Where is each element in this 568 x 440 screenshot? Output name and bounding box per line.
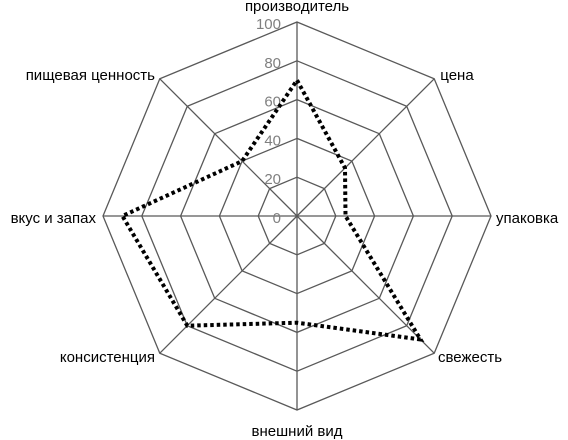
data-point-4: [419, 338, 423, 342]
data-point-3: [344, 214, 348, 218]
tick-label-40: 40: [264, 132, 281, 149]
category-label-8: пищевая ценность: [26, 67, 155, 84]
data-point-5: [295, 321, 299, 325]
tick-label-100: 100: [256, 16, 281, 33]
category-label-1: производитель: [245, 0, 349, 15]
tick-label-0: 0: [273, 210, 281, 227]
category-label-6: консистенция: [60, 349, 155, 366]
data-point-1: [295, 78, 299, 82]
category-label-2: цена: [440, 67, 474, 84]
category-label-3: упаковка: [496, 210, 559, 227]
data-point-8: [240, 159, 244, 163]
data-point-6: [185, 324, 189, 328]
tick-label-layer: 0 20 40 60 80 100: [256, 16, 281, 227]
axis-spoke-8: [159, 78, 298, 217]
tick-label-20: 20: [264, 171, 281, 188]
category-label-7: вкус и запах: [11, 210, 97, 227]
data-point-2: [343, 166, 347, 170]
category-label-4: свежесть: [438, 349, 502, 366]
tick-label-60: 60: [264, 94, 281, 111]
series-layer: [119, 76, 425, 343]
grid-layer: [102, 21, 492, 411]
data-point-7: [120, 214, 124, 218]
category-label-layer: производитель цена упаковка свежесть внешний…: [11, 0, 559, 440]
axis-spoke-2: [296, 78, 435, 217]
axis-spoke-4: [296, 215, 435, 354]
series-line: [119, 76, 425, 343]
tick-label-80: 80: [264, 55, 281, 72]
axis-spoke-6: [159, 215, 298, 354]
category-label-5: внешний вид: [252, 423, 343, 440]
